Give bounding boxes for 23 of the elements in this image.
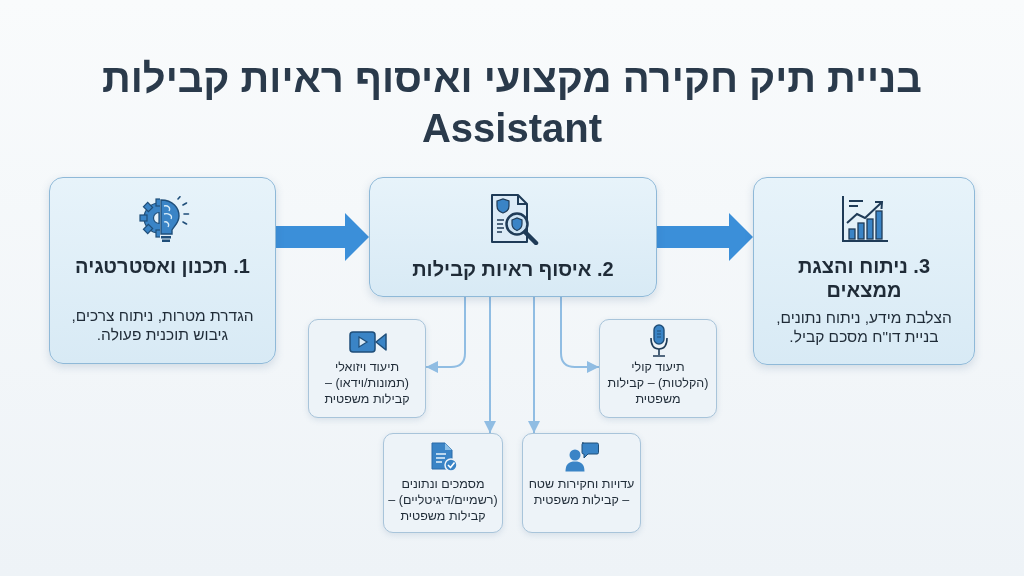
step-box <box>49 177 276 364</box>
arrow <box>484 296 496 434</box>
step-box <box>753 177 975 365</box>
arrow <box>425 296 466 373</box>
arrow <box>560 296 600 373</box>
evidence-box <box>308 319 426 418</box>
evidence-label: עדויות וחקירות שטח – קבילות משפטית <box>527 476 636 508</box>
step-description: הגדרת מטרות, ניתוח צרכים, גיבוש תוכנית פעולה. <box>70 306 255 344</box>
evidence-label: מסמכים ונתונים (רשמיים/דיגיטליים) – קבילות משפטית <box>387 476 499 524</box>
step-title: 2. איסוף ראיות קבילות <box>412 257 614 281</box>
evidence-label: תיעוד ויזואלי (תמונות/וידאו) – קבילות משפטית <box>323 359 411 407</box>
evidence-label: תיעוד קולי (הקלטות) – קבילות משפטית <box>606 359 710 407</box>
step-title: 3. ניתוח והצגת ממצאים <box>796 254 932 302</box>
step-box <box>369 177 657 297</box>
evidence-box <box>383 433 503 533</box>
step-title: 1. תכנון ואסטרטגיה <box>75 254 250 278</box>
block-arrow <box>657 213 753 261</box>
block-arrow <box>276 213 369 261</box>
evidence-box <box>599 319 717 418</box>
evidence-box <box>522 433 641 533</box>
arrow <box>528 296 540 434</box>
step-description: הצלבת מידע, ניתוח נתונים, בניית דו"ח מסכם קביל. <box>775 308 953 346</box>
diagram-title: בניית תיק חקירה מקצועי ואיסוף ראיות קבילות Assistant <box>101 55 923 152</box>
